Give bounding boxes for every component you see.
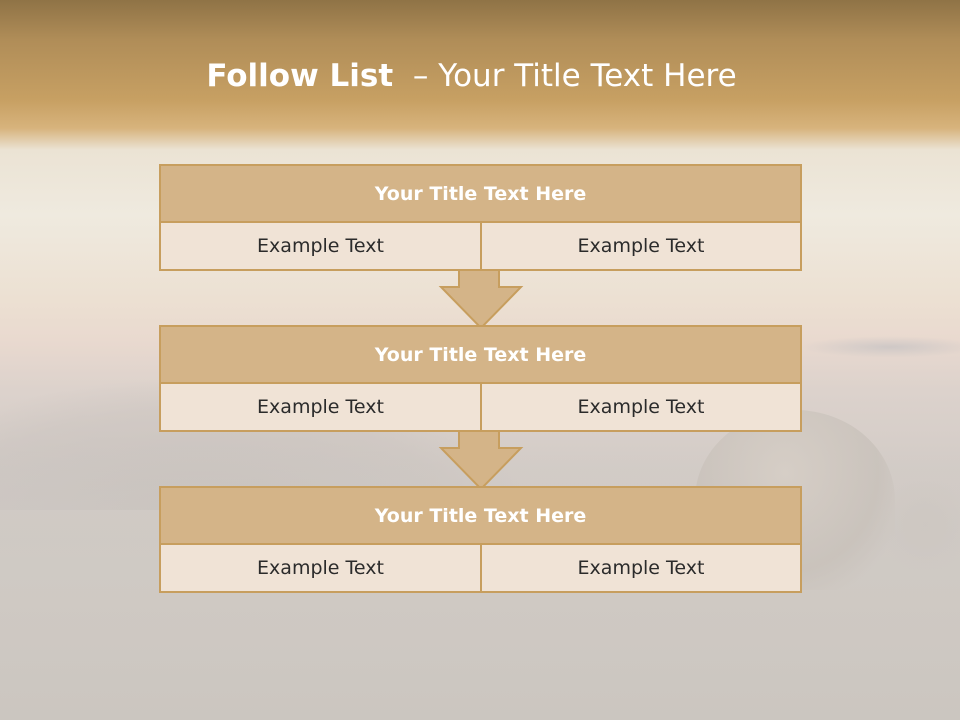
slide-title-bold: Follow List — [206, 58, 394, 94]
flow-box-title: Your Title Text Here — [161, 327, 800, 384]
flow-box-title: Your Title Text Here — [161, 488, 800, 545]
flow-box-left-cell: Example Text — [161, 223, 482, 269]
flow-box-1: Your Title Text Here Example Text Exampl… — [159, 164, 802, 271]
flow-box-right-cell: Example Text — [577, 557, 705, 579]
background-building — [880, 480, 960, 570]
slide-title-rest: – Your Title Text Here — [412, 58, 737, 94]
flow-box-3: Your Title Text Here Example Text Exampl… — [159, 486, 802, 593]
background-cloud — [800, 336, 960, 358]
flow-box-left-cell: Example Text — [161, 545, 482, 591]
down-arrow-icon — [438, 269, 524, 330]
flow-box-right-cell: Example Text — [577, 235, 705, 257]
flow-box-title: Your Title Text Here — [161, 166, 800, 223]
flow-box-2: Your Title Text Here Example Text Exampl… — [159, 325, 802, 432]
slide-title: Follow List – Your Title Text Here — [0, 52, 943, 100]
flow-box-right-cell: Example Text — [577, 396, 705, 418]
down-arrow-icon — [438, 430, 524, 491]
flow-box-left-cell: Example Text — [161, 384, 482, 430]
